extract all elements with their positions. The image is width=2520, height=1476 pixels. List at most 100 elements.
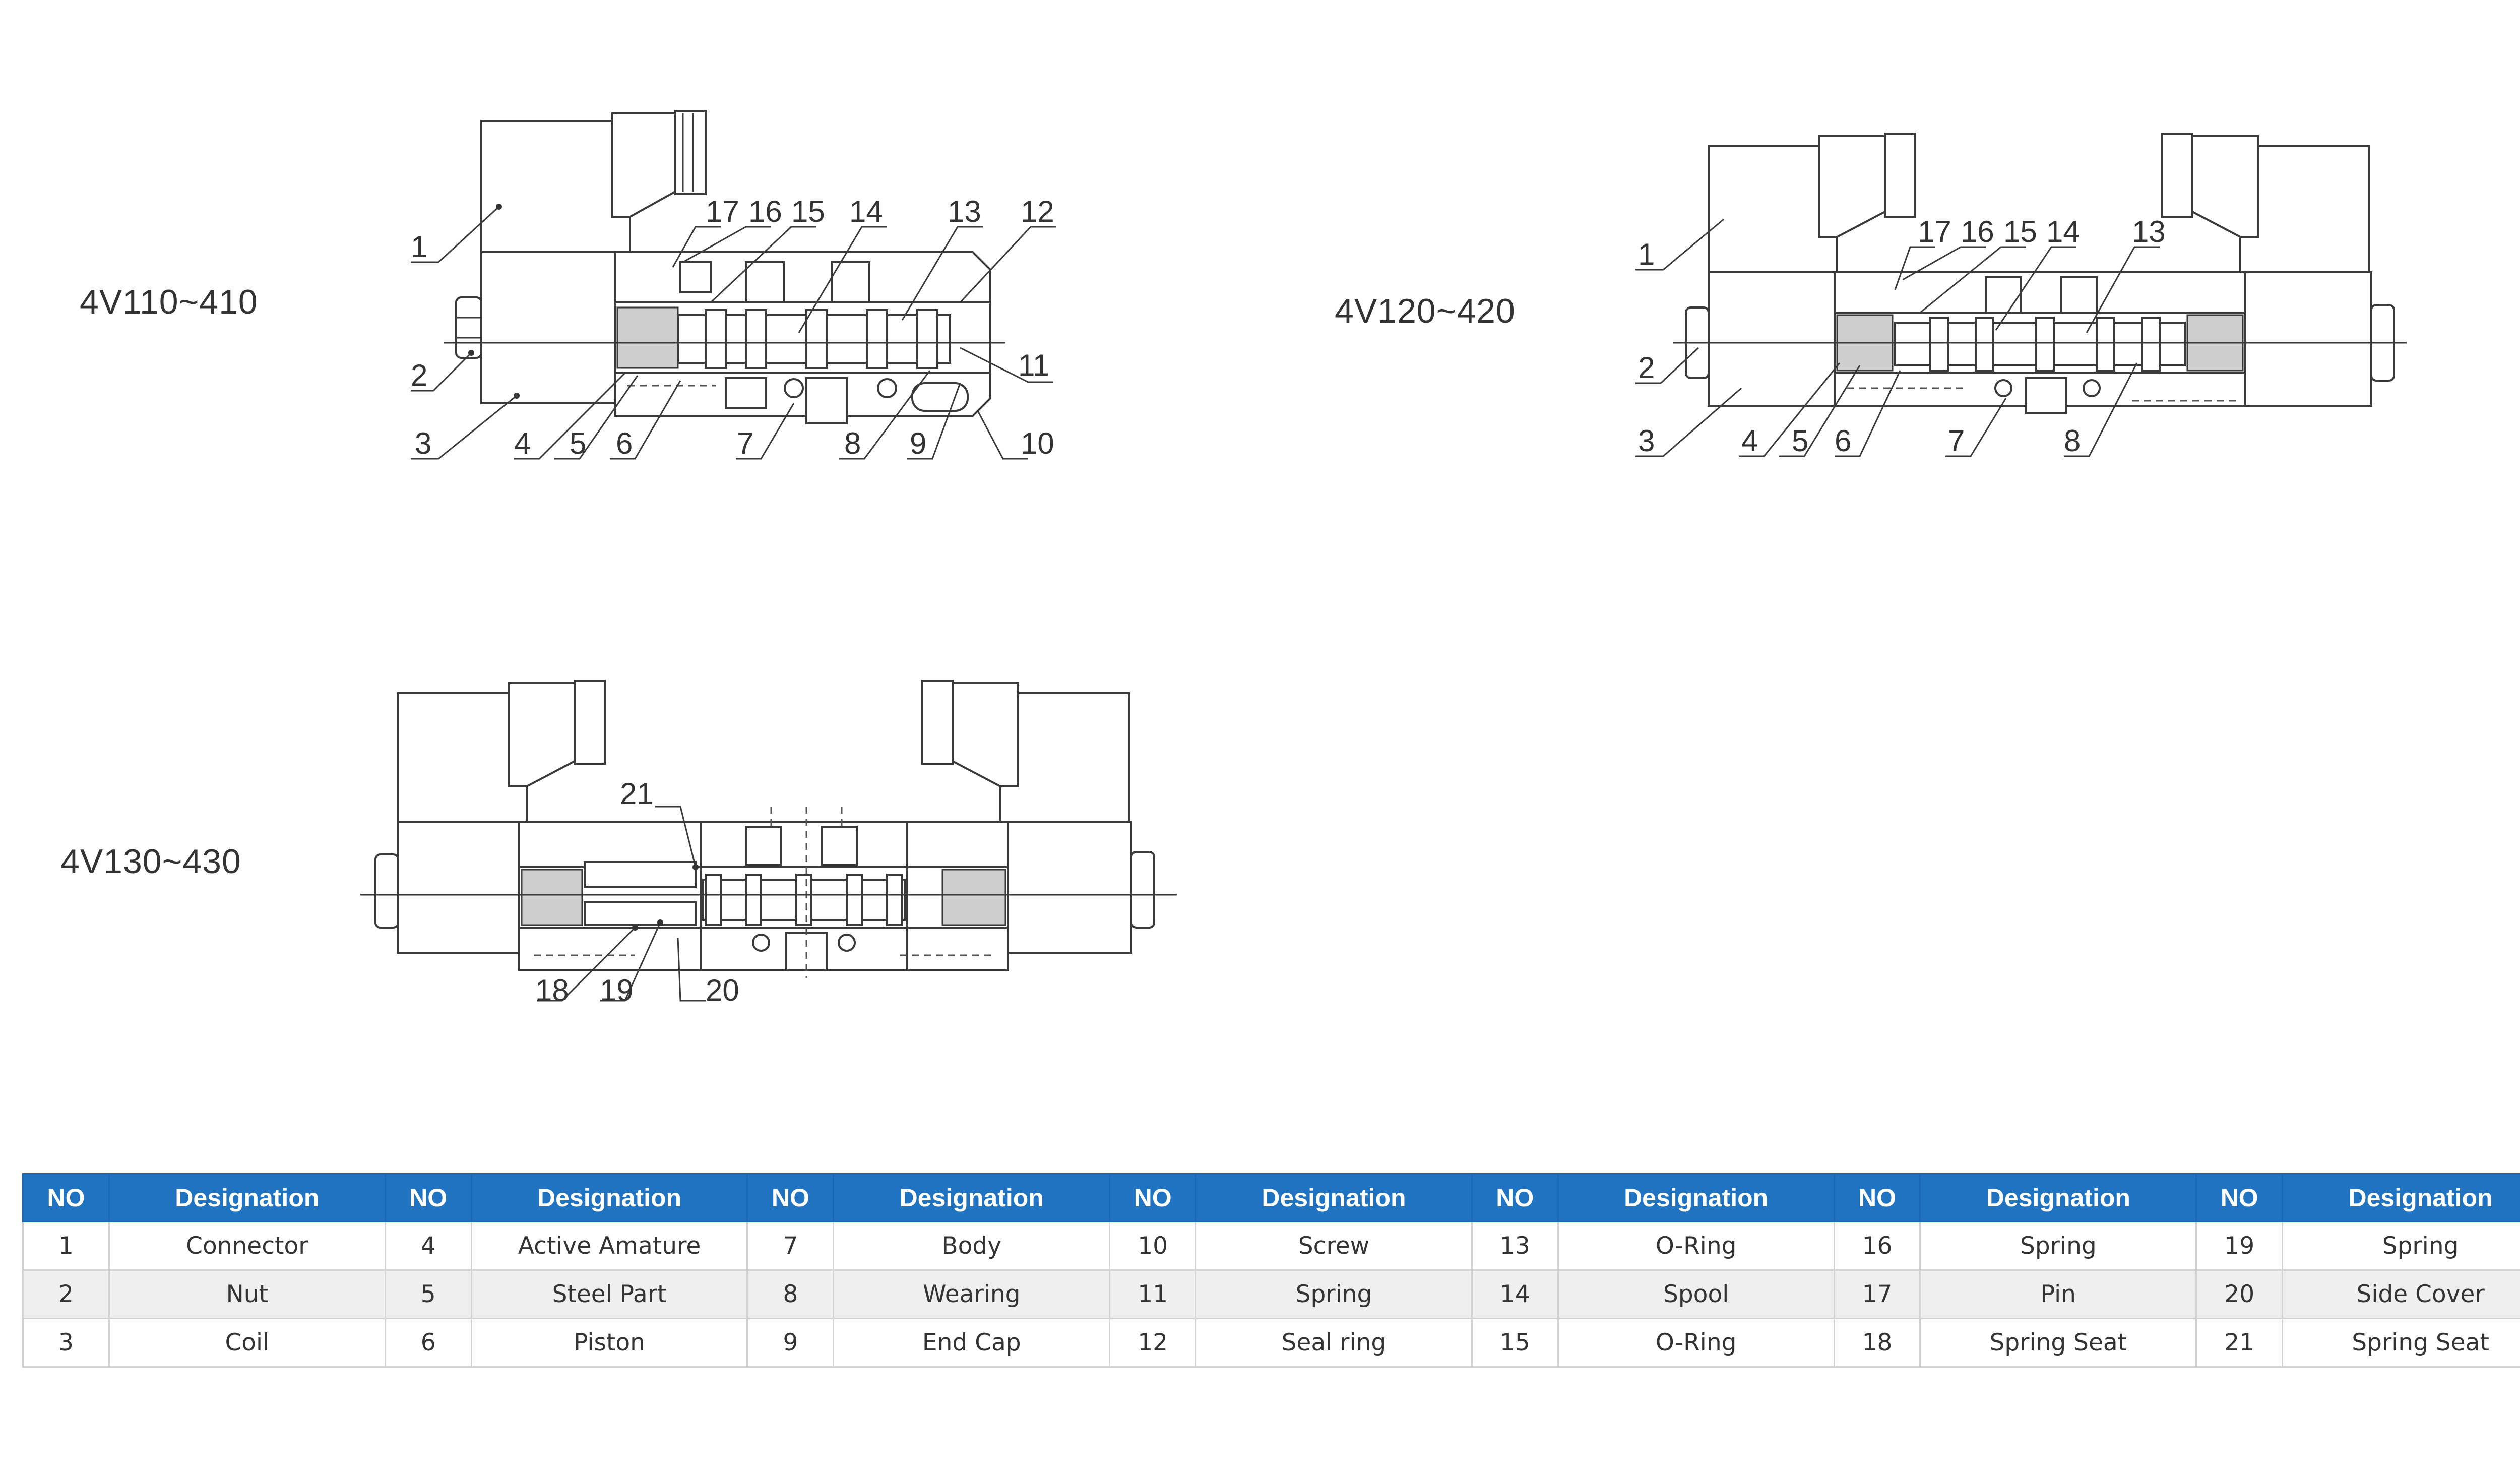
header-no: NO [746,1173,835,1222]
table-row: 1 Connector 4 Active Amature 7 Body 10 S… [22,1221,2520,1271]
table-cell: End Cap [833,1318,1111,1368]
table-header-row: NO Designation NO Designation NO Designa… [22,1173,2520,1222]
table-cell: Spring [1195,1269,1473,1319]
table-cell: Spring Seat [1919,1318,2197,1368]
callout-b-16: 16 [1961,215,1994,249]
header-no: NO [384,1173,472,1222]
table-cell: 9 [746,1318,835,1368]
table-cell: Spring [2282,1221,2520,1271]
table-cell: 18 [1833,1318,1921,1368]
callout-b-3: 3 [1638,424,1655,458]
table-cell: 21 [2195,1318,2284,1368]
header-no: NO [1109,1173,1197,1222]
callout-b-8: 8 [2064,424,2081,458]
callout-b-5: 5 [1792,424,1808,458]
callout-a-9: 9 [910,426,926,460]
table-cell: 11 [1109,1269,1197,1319]
header-designation: Designation [833,1173,1111,1222]
callout-a-2: 2 [411,358,427,392]
callout-b-6: 6 [1835,424,1851,458]
table-cell: 12 [1109,1318,1197,1368]
table-cell: Spring Seat [2282,1318,2520,1368]
table-cell: Steel Part [470,1269,748,1319]
table-cell: Coil [108,1318,386,1368]
callout-a-1: 1 [411,230,427,264]
table-row: 2 Nut 5 Steel Part 8 Wearing 11 Spring 1… [22,1269,2520,1319]
table-cell: O-Ring [1557,1318,1835,1368]
callout-b-17: 17 [1918,215,1951,249]
callout-b-15: 15 [2003,215,2037,249]
callout-b-4: 4 [1741,424,1758,458]
header-no: NO [1833,1173,1921,1222]
callout-b-7: 7 [1948,424,1965,458]
callout-a-6: 6 [616,426,633,460]
callout-a-16: 16 [748,195,782,228]
model-label-4v130: 4V130~430 [60,842,241,881]
table-cell: Spool [1557,1269,1835,1319]
table-cell: 13 [1471,1221,1559,1271]
header-designation: Designation [1557,1173,1835,1222]
callout-a-10: 10 [1021,426,1054,460]
table-cell: 16 [1833,1221,1921,1271]
callout-a-7: 7 [737,426,753,460]
table-cell: 15 [1471,1318,1559,1368]
table-cell: 8 [746,1269,835,1319]
table-cell: 3 [22,1318,110,1368]
table-cell: 17 [1833,1269,1921,1319]
callout-a-15: 15 [791,195,825,228]
callout-c-20: 20 [706,973,739,1007]
parts-table: NO Designation NO Designation NO Designa… [22,1173,2520,1368]
table-cell: 6 [384,1318,472,1368]
table-cell: Pin [1919,1269,2197,1319]
table-cell: Active Amature [470,1221,748,1271]
header-designation: Designation [1919,1173,2197,1222]
callout-b-2: 2 [1638,351,1655,385]
table-cell: Nut [108,1269,386,1319]
callout-a-14: 14 [849,195,883,228]
callout-c-18: 18 [535,973,569,1007]
callout-c-21: 21 [620,777,654,811]
callout-a-13: 13 [948,195,981,228]
header-designation: Designation [1195,1173,1473,1222]
table-cell: O-Ring [1557,1221,1835,1271]
table-cell: 5 [384,1269,472,1319]
table-cell: 2 [22,1269,110,1319]
callout-a-8: 8 [844,426,861,460]
header-no: NO [22,1173,110,1222]
table-cell: 7 [746,1221,835,1271]
table-cell: Body [833,1221,1111,1271]
table-cell: Piston [470,1318,748,1368]
header-designation: Designation [2282,1173,2520,1222]
callout-b-14: 14 [2046,215,2080,249]
table-cell: 4 [384,1221,472,1271]
table-cell: Spring [1919,1221,2197,1271]
table-cell: Wearing [833,1269,1111,1319]
valve-diagram-4v120: 1 2 3 4 5 6 7 8 13 14 15 16 17 [1635,133,2407,458]
model-label-4v110: 4V110~410 [80,283,258,321]
table-cell: 1 [22,1221,110,1271]
callout-a-12: 12 [1021,195,1054,228]
callout-a-3: 3 [415,426,431,460]
table-cell: 20 [2195,1269,2284,1319]
table-cell: Screw [1195,1221,1473,1271]
table-cell: 10 [1109,1221,1197,1271]
valve-diagrams: 1 2 3 4 5 6 7 8 9 10 11 12 13 14 15 16 1… [360,110,2407,1007]
callout-a-17: 17 [706,195,739,228]
table-row: 3 Coil 6 Piston 9 End Cap 12 Seal ring 1… [22,1318,2520,1368]
header-designation: Designation [108,1173,386,1222]
callout-a-4: 4 [514,426,531,460]
callout-a-11: 11 [1018,348,1049,382]
valve-diagram-4v110: 1 2 3 4 5 6 7 8 9 10 11 12 13 14 15 16 1… [411,110,1056,460]
model-label-4v120: 4V120~420 [1335,292,1516,330]
header-designation: Designation [470,1173,748,1222]
header-no: NO [2195,1173,2284,1222]
table-cell: 14 [1471,1269,1559,1319]
header-no: NO [1471,1173,1559,1222]
callout-a-5: 5 [570,426,586,460]
table-cell: 19 [2195,1221,2284,1271]
table-cell: Side Cover [2282,1269,2520,1319]
valve-diagram-4v130: 18 19 20 21 [360,680,1177,1007]
table-cell: Connector [108,1221,386,1271]
table-cell: Seal ring [1195,1318,1473,1368]
callout-b-1: 1 [1638,237,1655,271]
